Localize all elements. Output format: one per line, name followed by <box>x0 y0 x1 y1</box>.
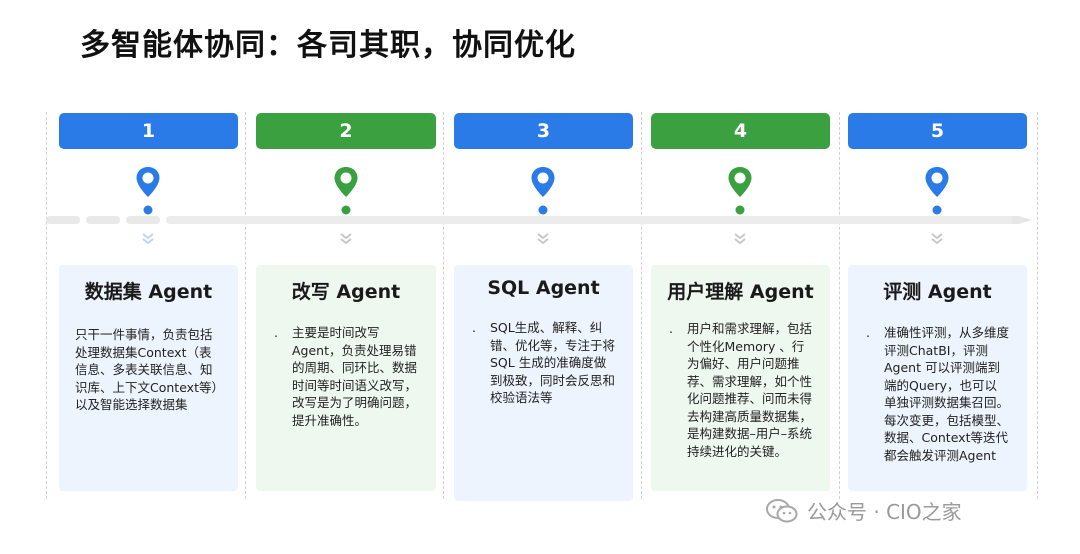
location-pin-icon <box>925 167 949 215</box>
separator <box>839 112 840 499</box>
step-5-number: 5 <box>848 113 1027 149</box>
chevron-down-icon <box>734 233 746 245</box>
step-2-description: 主要是时间改写Agent，负责处理易错的周期、同环比、数据时间等时间语义改写，改… <box>292 325 418 428</box>
step-3-card: SQL Agent . SQL生成、解释、纠错、优化等，专注于将SQL 生成的准… <box>454 265 633 501</box>
separator <box>245 112 246 499</box>
step-4-title: 用户理解 Agent <box>667 281 814 303</box>
location-pin-icon <box>531 167 555 215</box>
location-pin-icon <box>334 167 358 215</box>
chevron-down-icon <box>931 233 943 245</box>
watermark: 公众号 · CIO之家 <box>765 496 962 525</box>
step-4-card: 用户理解 Agent . 用户和需求理解，包括个性化Memory 、行为偏好、用… <box>651 265 830 491</box>
step-1-description: 只干一件事情，负责包括处理数据集Context（表信息、多表关联信息、知识库、上… <box>75 327 218 412</box>
step-1-title: 数据集 Agent <box>84 281 213 303</box>
separator <box>46 112 47 499</box>
watermark-text: 公众号 · CIO之家 <box>807 500 962 524</box>
step-3-number: 3 <box>454 113 633 149</box>
chevron-down-icon <box>537 233 549 245</box>
step-1-card: 数据集 Agent 只干一件事情，负责包括处理数据集Context（表信息、多表… <box>59 265 238 491</box>
location-pin-icon <box>136 167 160 215</box>
step-1-number: 1 <box>59 113 238 149</box>
wechat-icon <box>766 498 798 522</box>
step-3-description: SQL生成、解释、纠错、优化等，专注于将SQL 生成的准确度做到极致，同时会反思… <box>490 320 616 405</box>
step-5-description: 准确性评测，从多维度评测ChatBI，评测Agent 可以评测端到端的Query… <box>884 325 1010 463</box>
step-2-number: 2 <box>256 113 436 149</box>
separator <box>1037 112 1038 499</box>
step-4-number: 4 <box>651 113 830 149</box>
step-2-title: 改写 Agent <box>291 281 401 303</box>
location-pin-icon <box>728 167 752 215</box>
step-4-description: 用户和需求理解，包括个性化Memory 、行为偏好、用户问题推荐、需求理解，如个… <box>687 321 813 459</box>
step-3-title: SQL Agent <box>487 277 600 299</box>
separator <box>641 112 642 499</box>
separator <box>443 112 444 499</box>
step-2-card: 改写 Agent . 主要是时间改写Agent，负责处理易错的周期、同环比、数据… <box>256 265 436 491</box>
page-title: 多智能体协同：各司其职，协同优化 <box>80 28 576 63</box>
chevron-down-icon <box>340 233 352 245</box>
step-5-card: 评测 Agent . 准确性评测，从多维度评测ChatBI，评测Agent 可以… <box>848 265 1027 491</box>
timeline-arrow <box>46 216 1032 224</box>
step-5-title: 评测 Agent <box>883 281 992 303</box>
chevron-down-icon <box>142 233 154 245</box>
